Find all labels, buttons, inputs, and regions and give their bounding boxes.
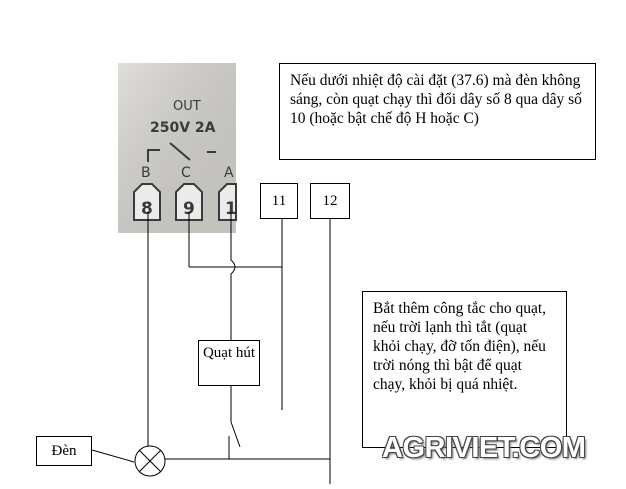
fan-label-box: Quạt hút bbox=[198, 340, 260, 386]
relay-pin-letter-c: C bbox=[181, 165, 191, 181]
relay-pin-8-box bbox=[133, 183, 161, 221]
terminal-11-label: 11 bbox=[260, 183, 298, 219]
relay-pin-9-box bbox=[175, 183, 203, 221]
relay-pin-letter-b: B bbox=[141, 165, 151, 181]
wires bbox=[91, 212, 331, 484]
lamp-label-text: Đèn bbox=[51, 443, 77, 459]
relay-pin-number-10: 1 bbox=[225, 199, 237, 219]
relay-pin-number-8: 8 bbox=[141, 199, 153, 219]
terminal-12-label: 12 bbox=[310, 183, 350, 219]
lamp-label-box: Đèn bbox=[36, 436, 92, 466]
relay-pin-number-9: 9 bbox=[183, 199, 195, 219]
note-top-text: Nếu dưới nhiệt độ cài đặt (37.6) mà đèn … bbox=[290, 72, 582, 127]
fan-switch-blade bbox=[230, 421, 241, 448]
relay-rating-label: 250V 2A bbox=[150, 120, 216, 136]
relay-out-label: OUT bbox=[173, 99, 201, 114]
lamp-symbol bbox=[134, 445, 166, 477]
fan-label-text: Quạt hút bbox=[202, 345, 256, 361]
wire-pin10-to-fan bbox=[230, 212, 236, 340]
relay-pin-10-box bbox=[218, 183, 237, 221]
terminal-11-text: 11 bbox=[271, 193, 287, 209]
note-right: Bắt thêm công tắc cho quạt, nếu trời lạn… bbox=[362, 291, 567, 448]
lamp-leader-line bbox=[91, 449, 135, 463]
terminal-12-text: 12 bbox=[322, 193, 338, 209]
relay-photo: OUT 250V 2A B C A 8 9 1 bbox=[118, 63, 237, 233]
note-top: Nếu dưới nhiệt độ cài đặt (37.6) mà đèn … bbox=[279, 63, 596, 160]
note-right-text: Bắt thêm công tắc cho quạt, nếu trời lạn… bbox=[373, 300, 547, 393]
watermark-logo: AGRIVIET.COM bbox=[382, 432, 586, 464]
relay-pin-letter-a: A bbox=[224, 165, 234, 181]
